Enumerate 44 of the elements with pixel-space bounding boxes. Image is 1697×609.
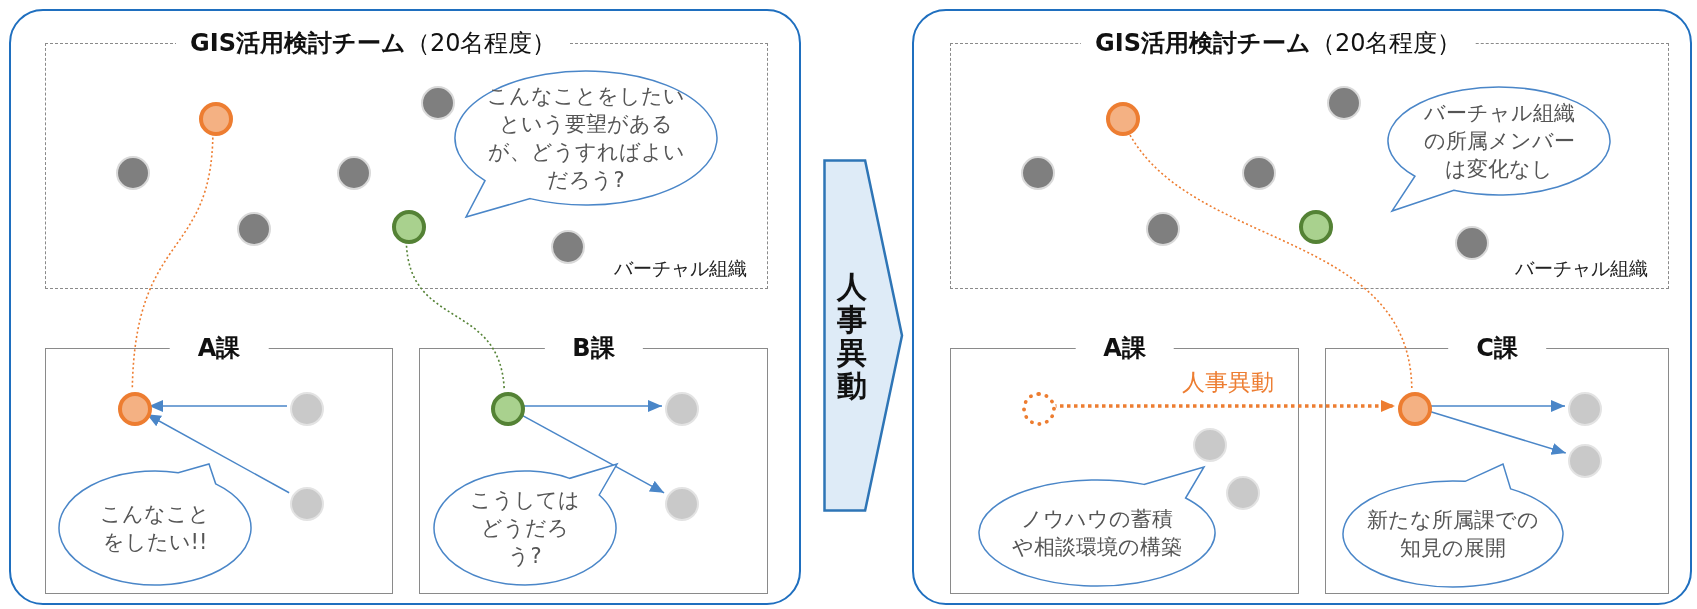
member-circle [421,86,455,120]
bubble-text: こうしてはどうだろう? [470,487,580,570]
member-circle [1398,392,1432,426]
member-circle [290,487,324,521]
bubble-text: 新たな所属課での知見の展開 [1367,507,1539,562]
member-circle [491,392,525,426]
member-circle [116,156,150,190]
speech-bubble [455,71,717,217]
bubble-text: バーチャル組織の所属メンバーは変化なし [1422,100,1576,183]
member-circle [1021,156,1055,190]
member-circle [118,392,152,426]
rounded-panel [9,9,801,605]
member-circle [665,392,699,426]
member-circle [337,156,371,190]
group-caption: バーチャル組織 [614,256,747,281]
bubble-text: こんなことをしたい!! [99,501,211,556]
member-circle [1193,428,1227,462]
member-circle [1568,444,1602,478]
chevron-text: 人事異動 [837,269,867,402]
member-circle [237,212,271,246]
speech-bubble [59,464,251,585]
speech-bubble [1343,464,1563,587]
rounded-panel [912,9,1692,605]
dotted-connector [1053,400,1395,412]
speech-bubble [1388,87,1610,211]
member-circle [1106,102,1140,136]
member-circle [1327,86,1361,120]
member-circle [1568,392,1602,426]
member-circle [392,210,426,244]
member-circle [290,392,324,426]
speech-bubble [434,464,617,585]
member-circle [1226,476,1260,510]
member-circle [1299,210,1333,244]
group-caption: バーチャル組織 [1515,256,1648,281]
member-circle [1455,226,1489,260]
member-circle [199,102,233,136]
bubble-text: こんなことをしたいという要望があるが、どうすればよいだろう? [486,83,686,194]
member-circle [1242,156,1276,190]
member-circle [1146,212,1180,246]
member-circle [665,487,699,521]
bubble-text: ノウハウの蓄積や相談環境の構築 [1011,506,1183,561]
speech-bubble [979,467,1215,586]
member-circle [551,230,585,264]
chevron-arrow [823,159,904,512]
